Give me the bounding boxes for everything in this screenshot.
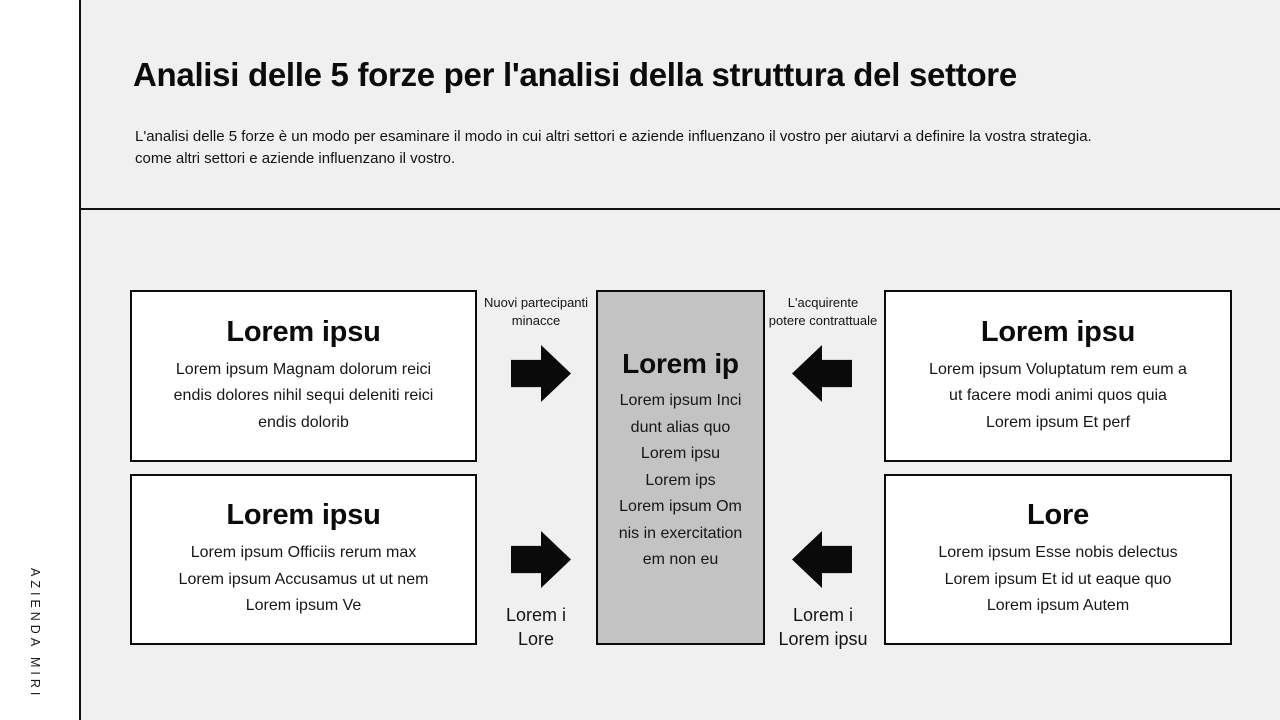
force-box-bottom-right: Lore Lorem ipsum Esse nobis delectus Lor… xyxy=(884,474,1232,645)
force-box-body: Lorem ipsum Inci dunt alias quo Lorem ip… xyxy=(618,392,743,568)
force-box-top-left: Lorem ipsu Lorem ipsum Magnam dolorum re… xyxy=(130,290,477,462)
force-box-title: Lorem ipsu xyxy=(226,499,381,532)
arrow-left-icon xyxy=(792,531,852,588)
force-box-title: Lorem ip xyxy=(622,348,739,379)
arrow-label-bottom-left: Lorem i Lore xyxy=(505,605,567,649)
arrow-right-icon xyxy=(511,345,571,402)
arrow-right-icon xyxy=(511,531,571,588)
header-divider-line xyxy=(79,208,1280,210)
force-box-top-right: Lorem ipsu Lorem ipsum Voluptatum rem eu… xyxy=(884,290,1232,462)
force-box-body: Lorem ipsum Voluptatum rem eum a ut face… xyxy=(929,360,1187,431)
page-subtitle: L'analisi delle 5 forze è un modo per es… xyxy=(135,128,1092,167)
left-sidebar xyxy=(0,0,79,720)
page-title: Analisi delle 5 forze per l'analisi dell… xyxy=(133,56,1017,93)
force-box-bottom-left: Lorem ipsu Lorem ipsum Officiis rerum ma… xyxy=(130,474,477,645)
force-box-center: Lorem ip Lorem ipsum Inci dunt alias quo… xyxy=(596,290,765,645)
force-box-title: Lore xyxy=(1026,499,1090,532)
arrow-label-top-right: L'acquirente potere contrattuale xyxy=(768,295,878,328)
arrow-left-icon xyxy=(792,345,852,402)
force-box-body: Lorem ipsum Officiis rerum max Lorem ips… xyxy=(178,544,429,615)
force-box-title: Lorem ipsu xyxy=(980,315,1136,348)
force-box-title: Lorem ipsu xyxy=(226,315,381,348)
arrow-label-bottom-right: Lorem i Lorem ipsu xyxy=(778,605,868,649)
force-box-body: Lorem ipsum Esse nobis delectus Lorem ip… xyxy=(938,544,1178,615)
brand-vertical-text: AZIENDA MIRI xyxy=(28,568,42,700)
sidebar-divider-line xyxy=(79,0,81,720)
force-box-body: Lorem ipsum Magnam dolorum reici endis d… xyxy=(173,360,434,431)
arrow-label-top-left: Nuovi partecipanti minacce xyxy=(483,295,589,328)
